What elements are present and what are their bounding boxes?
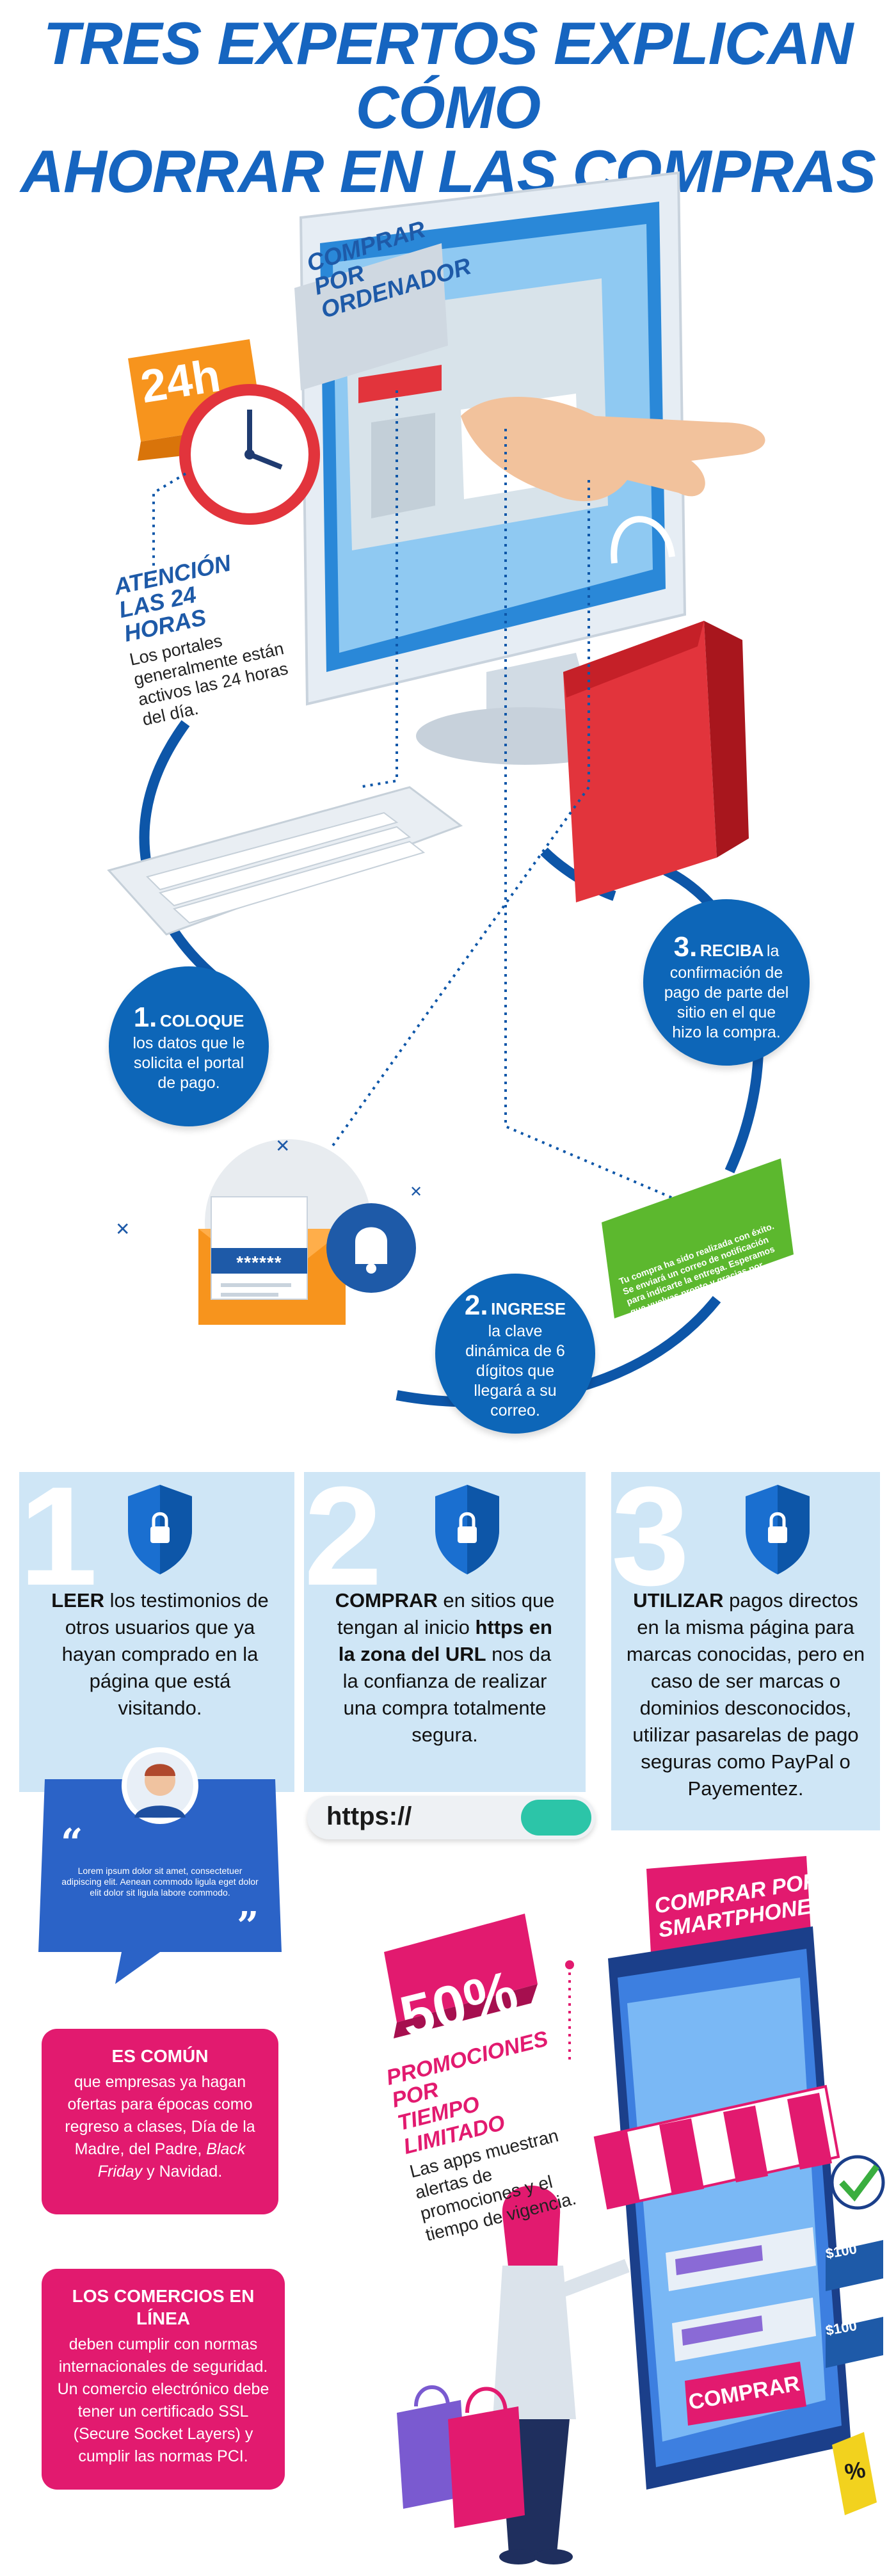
testimonial-text: Lorem ipsum dolor sit amet, consectetuer… [61,1866,259,1898]
tip-1-number: 1 [19,1457,98,1615]
svg-text:✕: ✕ [275,1135,290,1156]
testimonial-bubble: “ ” [38,1747,282,1984]
tip-1-bold: LEER [51,1589,104,1612]
info-box-1-text-a: que empresas ya hagan ofertas para época… [65,2073,255,2158]
info-box-1-text: que empresas ya hagan ofertas para época… [54,2071,266,2183]
woman-shopper [493,2186,630,2564]
ordenador-tag [294,243,448,390]
step-3-bold: RECIBA [700,941,764,960]
svg-text:”: ” [237,1904,259,1949]
step-1-text: los datos que le solicita el portal de p… [132,1034,245,1092]
smartphone-illustration [384,1856,885,2564]
info-box-comercios: LOS COMERCIOS EN LÍNEA deben cumplir con… [42,2269,285,2490]
check-icon [830,2155,885,2210]
confirmation-note [602,1158,794,1318]
tip-1-text: LEER los testimonios de otros usuarios q… [45,1587,275,1722]
tip-2-body-b: nos da la confianza de realizar una comp… [342,1643,552,1746]
url-bar-text: https:// [326,1802,412,1830]
url-bar-toggle [521,1800,591,1836]
title-line-1: TRES EXPERTOS EXPLICAN CÓMO [43,10,854,141]
svg-text:✕: ✕ [115,1219,130,1240]
step-3-circle: 3. RECIBA la confirmación de pago de par… [643,899,810,1066]
svg-text:✕: ✕ [410,1183,422,1201]
price-tags [826,2240,883,2368]
step-1-bold: COLOQUE [159,1011,244,1030]
clock-icon [179,384,320,525]
bell-notification-icon [326,1203,416,1293]
envelope-icon [198,1139,371,1325]
info-box-1-text-b: y Navidad. [142,2163,223,2180]
info-box-es-comun: ES COMÚN que empresas ya hagan ofertas p… [42,2029,278,2214]
tip-3-bold: UTILIZAR [633,1589,724,1612]
tip-2-body-a: en sitios que tengan al inicio [337,1589,555,1638]
info-box-1-italic: Black Friday [97,2140,246,2180]
info-box-2-text: deben cumplir con normas internacionales… [57,2335,269,2465]
percent-label-tag [832,2432,877,2515]
percent-tag [384,1914,538,2038]
shield-lock-icon-2 [435,1485,499,1574]
step-2-bold: INGRESE [491,1299,566,1318]
step-2-text: la clave dinámica de 6 dígitos que llega… [465,1322,565,1420]
tip-1-body: los testimonios de otros usuarios que ya… [61,1589,269,1719]
shopping-flow-illustration: ✕ ✕ ✕ [107,171,794,1407]
tip-card-3: 3 UTILIZAR pagos directos en la misma pá… [611,1457,880,1830]
shield-lock-icon-1 [128,1485,192,1574]
sparkle-decoration: ✕ ✕ ✕ [115,1135,422,1240]
dotted-connectors [152,390,685,1204]
shopping-bags-icon [397,2385,525,2528]
info-box-1-heading: ES COMÚN [111,2046,209,2066]
hand-illustration [461,397,765,502]
tip-3-body: pagos directos en la misma página para m… [626,1589,865,1800]
step-1-number: 1. [133,1002,157,1033]
attention-block: ATENCIÓN LAS 24 HORAS Los portales gener… [111,544,295,730]
tip-card-1: 1 LEER los testimonios de otros usuarios… [19,1457,294,1792]
tip-3-number: 3 [611,1457,690,1615]
tip-3-text: UTILIZAR pagos directos en la misma pági… [624,1587,867,1802]
shield-lock-icon-3 [746,1485,810,1574]
step-2-circle: 2. INGRESE la clave dinámica de 6 dígito… [435,1274,595,1434]
step-2-number: 2. [464,1290,488,1321]
step-1-circle: 1. COLOQUE los datos que le solicita el … [109,966,269,1126]
tip-2-bold-2: https en la zona del URL [338,1616,552,1665]
product-rows [666,2227,816,2362]
shield-icons [128,1485,810,1574]
step-3-number: 3. [673,931,698,963]
shopping-bag-icon [563,516,749,902]
tip-2-number: 2 [304,1457,383,1615]
url-bar: https:// [307,1796,595,1839]
store-awning [593,2084,840,2210]
svg-text:“: “ [61,1821,83,1866]
keyboard-illustration [107,786,463,936]
password-mask: ****** [236,1252,282,1272]
tip-2-text: COMPRAR en sitios que tengan al inicio h… [333,1587,557,1748]
step-3-text: la confirmación de pago de parte del sit… [664,942,789,1041]
buy-button [685,2362,806,2426]
info-box-2-heading: LOS COMERCIOS EN LÍNEA [72,2286,255,2328]
tip-2-bold: COMPRAR [335,1589,438,1612]
